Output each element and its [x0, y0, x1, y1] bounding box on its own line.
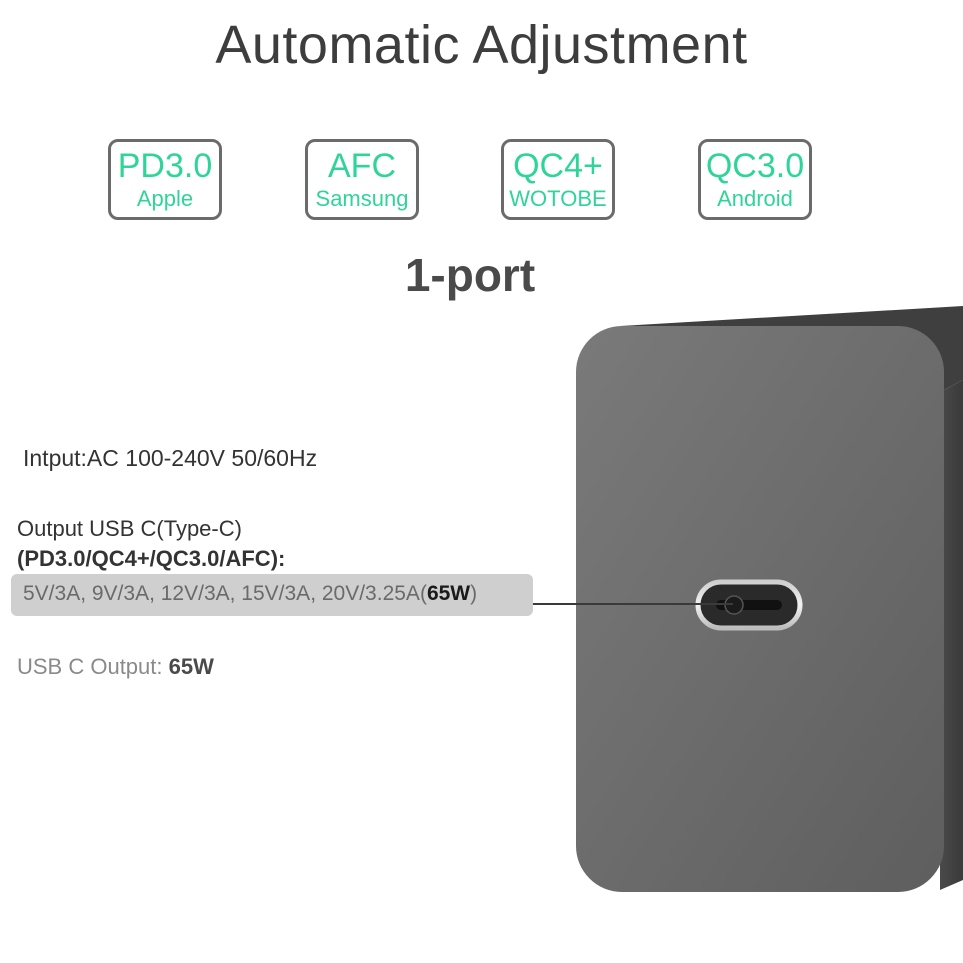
badge-qc30: QC3.0 Android [698, 139, 812, 220]
port-count-label: 1-port [404, 249, 536, 301]
usb-output-line: USB C Output: 65W [17, 654, 214, 680]
output-heading-line1: Output USB C(Type-C) [17, 516, 242, 541]
badge-qc4: QC4+ WOTOBE [501, 139, 615, 220]
badge-pd30: PD3.0 Apple [108, 139, 222, 220]
output-specs: 5V/3A, 9V/3A, 12V/3A, 15V/3A, 20V/3.25A(… [23, 582, 477, 606]
badge-sub: WOTOBE [509, 186, 607, 211]
usb-output-value: 65W [168, 654, 214, 679]
badge-sub: Android [717, 186, 793, 211]
badge-sub: Samsung [315, 186, 409, 211]
specs-watt: 65W [426, 582, 471, 605]
badge-sub: Apple [136, 186, 194, 211]
output-heading: Output USB C(Type-C) (PD3.0/QC4+/QC3.0/A… [17, 514, 285, 574]
page-title: Automatic Adjustment [215, 15, 748, 75]
badge-afc: AFC Samsung [305, 139, 419, 220]
badge-main: QC3.0 [705, 147, 805, 185]
badge-main: PD3.0 [117, 147, 213, 185]
output-specs-box: 5V/3A, 9V/3A, 12V/3A, 15V/3A, 20V/3.25A(… [11, 574, 533, 616]
usb-output-label: USB C Output: [17, 654, 169, 679]
specs-prefix: 5V/3A, 9V/3A, 12V/3A, 15V/3A, 20V/3.25A( [23, 582, 427, 605]
badge-main: QC4+ [513, 147, 603, 185]
specs-suffix: ) [470, 582, 478, 605]
output-heading-line2: (PD3.0/QC4+/QC3.0/AFC): [17, 546, 286, 571]
input-spec: Intput:AC 100-240V 50/60Hz [23, 445, 318, 471]
charger-right-side [940, 380, 963, 890]
badge-main: AFC [328, 147, 396, 185]
